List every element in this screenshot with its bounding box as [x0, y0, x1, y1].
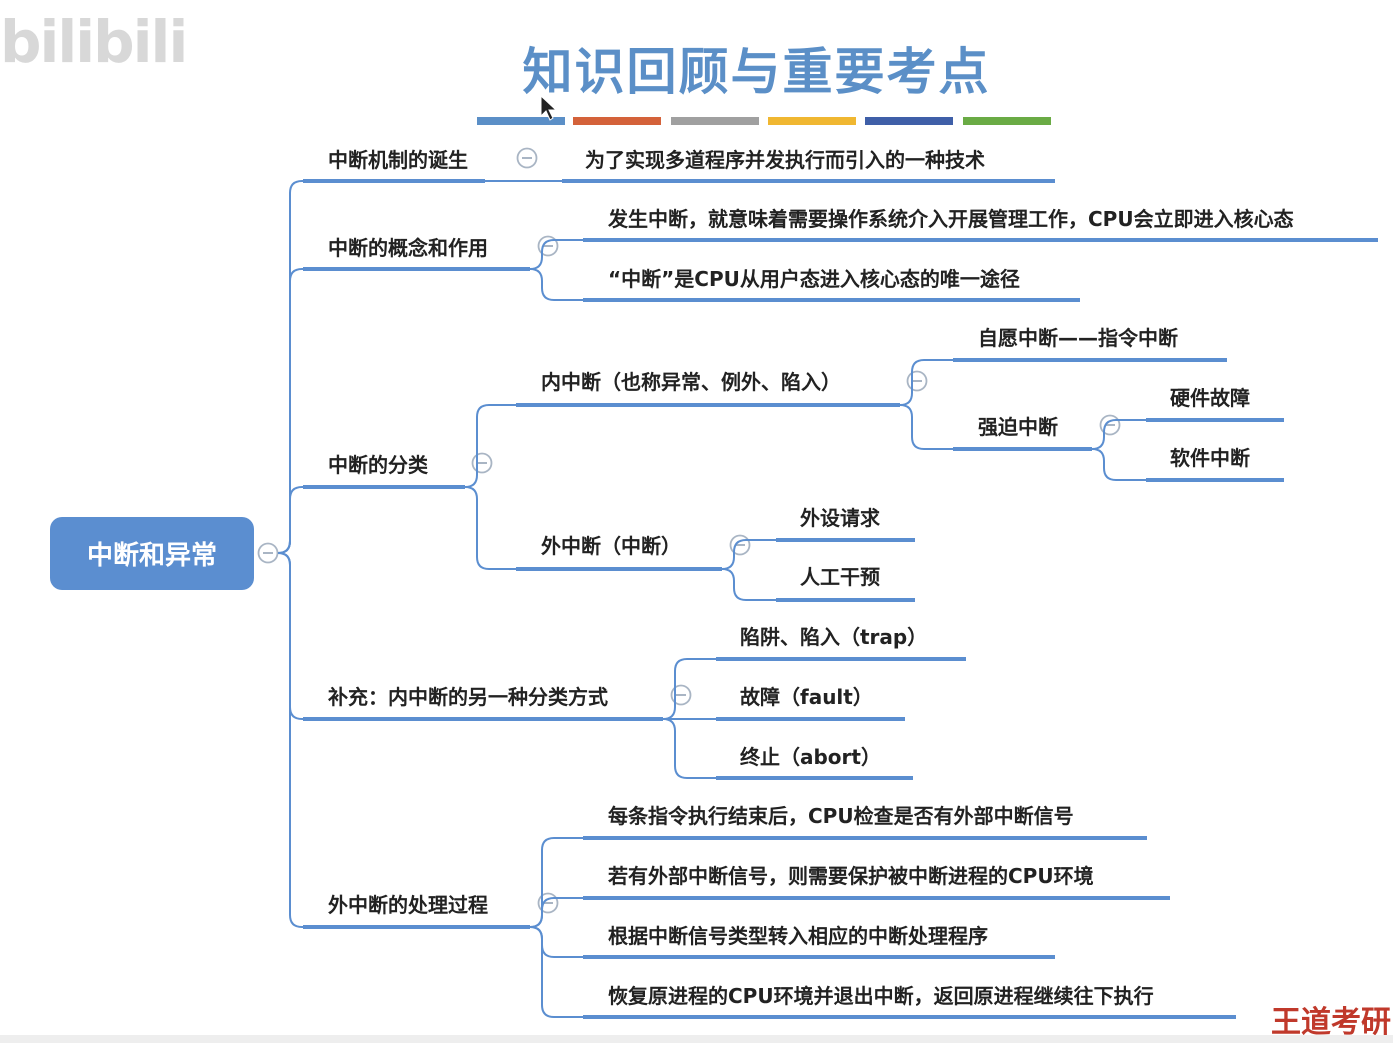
- connector: [721, 568, 776, 601]
- software-interrupt[interactable]: 软件中断: [1170, 446, 1250, 470]
- connector: [529, 926, 583, 958]
- connector: [899, 359, 953, 406]
- connector: [529, 239, 583, 270]
- concept-item-2[interactable]: “中断”是CPU从用户态进入核心态的唯一途径: [608, 267, 1020, 291]
- device-request[interactable]: 外设请求: [800, 506, 880, 530]
- title-color-bar: [671, 117, 759, 125]
- connector: [529, 837, 583, 928]
- connector: [662, 718, 716, 779]
- branch-concept-label[interactable]: 中断的概念和作用: [328, 236, 488, 260]
- connector: [721, 539, 776, 570]
- handling-step-1[interactable]: 每条指令执行结束后，CPU检查是否有外部中断信号: [608, 804, 1074, 828]
- branch-classification-label[interactable]: 中断的分类: [328, 453, 428, 477]
- hardware-fault[interactable]: 硬件故障: [1170, 386, 1250, 410]
- brand-watermark: 王道考研: [1271, 1005, 1391, 1040]
- page-title: 知识回顾与重要考点: [522, 42, 991, 101]
- connector: [1091, 448, 1146, 481]
- title-color-bar: [477, 117, 565, 125]
- connector: [529, 268, 583, 301]
- trap-item[interactable]: 陷阱、陷入（trap）: [740, 625, 928, 649]
- external-interrupt-label[interactable]: 外中断（中断）: [541, 534, 681, 558]
- handling-step-2[interactable]: 若有外部中断信号，则需要保护被中断进程的CPU环境: [608, 864, 1094, 888]
- mouse-cursor-icon: [540, 94, 558, 121]
- root-connector: [277, 552, 303, 928]
- fault-item[interactable]: 故障（fault）: [740, 685, 873, 709]
- title-color-bar: [573, 117, 661, 125]
- manual-intervention[interactable]: 人工干预: [800, 565, 880, 589]
- branch-supplement-label[interactable]: 补充：内中断的另一种分类方式: [328, 685, 608, 709]
- connector: [464, 404, 516, 488]
- handling-step-4[interactable]: 恢复原进程的CPU环境并退出中断，返回原进程继续往下执行: [608, 984, 1154, 1008]
- bilibili-watermark: bilibili: [0, 8, 188, 76]
- branch-handling-label[interactable]: 外中断的处理过程: [328, 893, 488, 917]
- concept-item-1[interactable]: 发生中断，就意味着需要操作系统介入开展管理工作，CPU会立即进入核心态: [608, 207, 1294, 231]
- bottom-strip: [0, 1035, 1393, 1043]
- title-color-bar: [768, 117, 856, 125]
- voluntary-interrupt[interactable]: 自愿中断——指令中断: [978, 326, 1178, 350]
- root-label: 中断和异常: [86, 541, 217, 571]
- connector: [1091, 419, 1146, 450]
- connector: [529, 897, 583, 928]
- connector: [529, 926, 583, 1018]
- internal-interrupt-label[interactable]: 内中断（也称异常、例外、陷入）: [541, 370, 841, 394]
- branch-origin-label[interactable]: 中断机制的诞生: [328, 148, 468, 172]
- title-color-bar: [963, 117, 1051, 125]
- connector: [899, 404, 953, 450]
- abort-item[interactable]: 终止（abort）: [740, 745, 881, 769]
- title-color-bar: [865, 117, 953, 125]
- connector: [662, 658, 716, 720]
- root-node[interactable]: 中断和异常: [50, 517, 254, 590]
- handling-step-3[interactable]: 根据中断信号类型转入相应的中断处理程序: [608, 924, 988, 948]
- origin-item[interactable]: 为了实现多道程序并发执行而引入的一种技术: [585, 148, 985, 172]
- forced-interrupt-label[interactable]: 强迫中断: [978, 415, 1058, 439]
- root-connector: [277, 486, 303, 554]
- connector: [464, 486, 516, 570]
